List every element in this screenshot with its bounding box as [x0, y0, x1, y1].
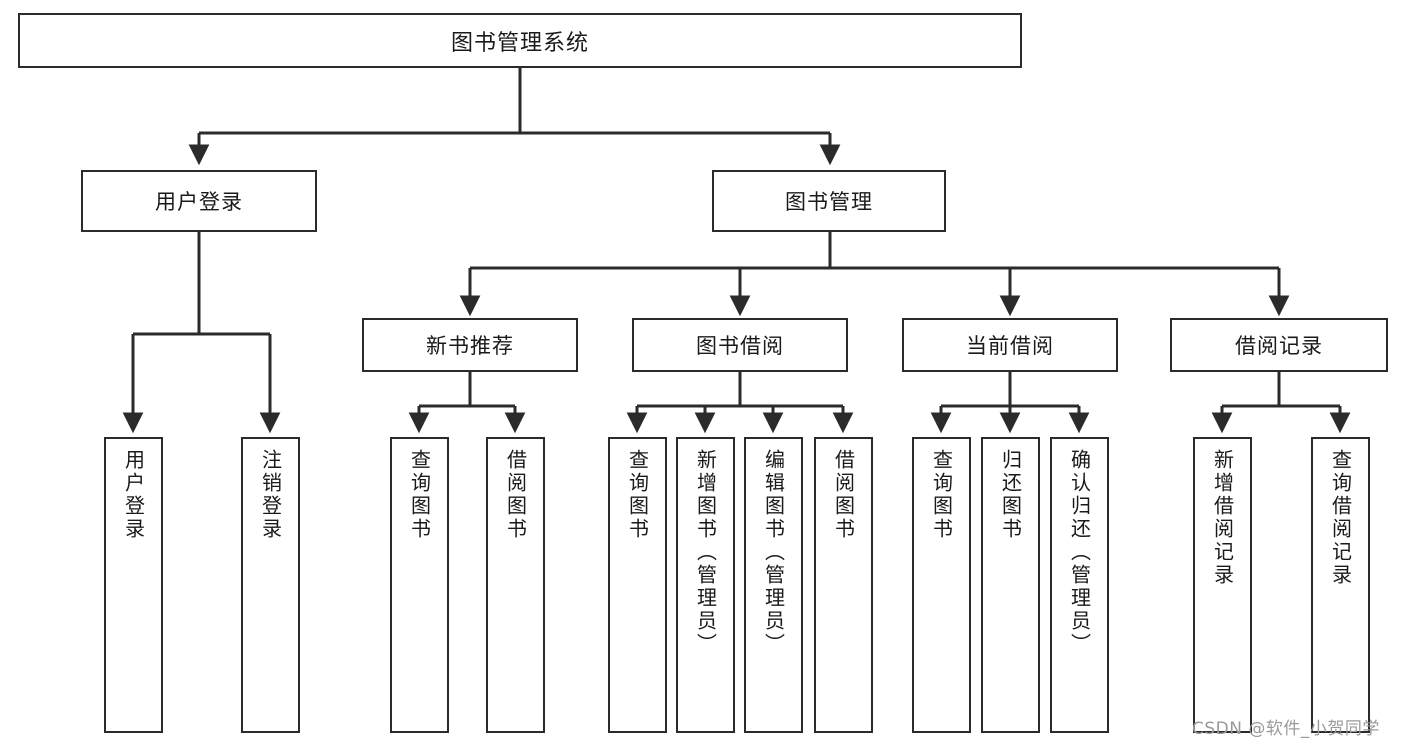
node-book-borrow[interactable]: 图书借阅 [632, 318, 848, 372]
node-borrow-record[interactable]: 借阅记录 [1170, 318, 1388, 372]
leaf-record-query[interactable]: 查询借阅记录 [1311, 437, 1370, 733]
leaf-label: 新增图书（管理员） [693, 449, 718, 656]
leaf-borrow-query-book[interactable]: 查询图书 [608, 437, 667, 733]
leaf-borrow-borrow-book[interactable]: 借阅图书 [814, 437, 873, 733]
node-new-book-recommend[interactable]: 新书推荐 [362, 318, 578, 372]
leaf-record-add[interactable]: 新增借阅记录 [1193, 437, 1252, 733]
leaf-label: 编辑图书（管理员） [761, 449, 786, 656]
leaf-label: 归还图书 [998, 449, 1023, 541]
leaf-new-book-borrow[interactable]: 借阅图书 [486, 437, 545, 733]
leaf-label: 查询图书 [407, 449, 432, 541]
node-current-borrow-label: 当前借阅 [966, 334, 1054, 358]
leaf-label: 借阅图书 [831, 449, 856, 541]
node-root-label: 图书管理系统 [450, 30, 589, 56]
node-new-book-recommend-label: 新书推荐 [426, 334, 514, 358]
leaf-label: 新增借阅记录 [1210, 449, 1235, 587]
leaf-new-book-query[interactable]: 查询图书 [390, 437, 449, 733]
leaf-label: 借阅图书 [503, 449, 528, 541]
leaf-user-login-signout[interactable]: 注销登录 [241, 437, 300, 733]
node-user-login[interactable]: 用户登录 [81, 170, 317, 232]
node-book-management-label: 图书管理 [785, 190, 873, 214]
leaf-current-confirm-return[interactable]: 确认归还（管理员） [1050, 437, 1109, 733]
leaf-label: 查询图书 [625, 449, 650, 541]
node-current-borrow[interactable]: 当前借阅 [902, 318, 1118, 372]
leaf-borrow-add-book[interactable]: 新增图书（管理员） [676, 437, 735, 733]
leaf-borrow-edit-book[interactable]: 编辑图书（管理员） [744, 437, 803, 733]
leaf-label: 确认归还（管理员） [1067, 449, 1092, 656]
node-root-system[interactable]: 图书管理系统 [18, 13, 1022, 68]
csdn-watermark: CSDN @软件_小贺同学 [1192, 719, 1380, 739]
leaf-current-query-book[interactable]: 查询图书 [912, 437, 971, 733]
node-book-management[interactable]: 图书管理 [712, 170, 946, 232]
leaf-label: 查询借阅记录 [1328, 449, 1353, 587]
leaf-label: 用户登录 [121, 449, 146, 541]
leaf-current-return-book[interactable]: 归还图书 [981, 437, 1040, 733]
leaf-user-login-signin[interactable]: 用户登录 [104, 437, 163, 733]
leaf-label: 注销登录 [258, 449, 283, 541]
leaf-label: 查询图书 [929, 449, 954, 541]
node-user-login-label: 用户登录 [155, 190, 243, 214]
node-book-borrow-label: 图书借阅 [696, 334, 784, 358]
node-borrow-record-label: 借阅记录 [1235, 334, 1323, 358]
